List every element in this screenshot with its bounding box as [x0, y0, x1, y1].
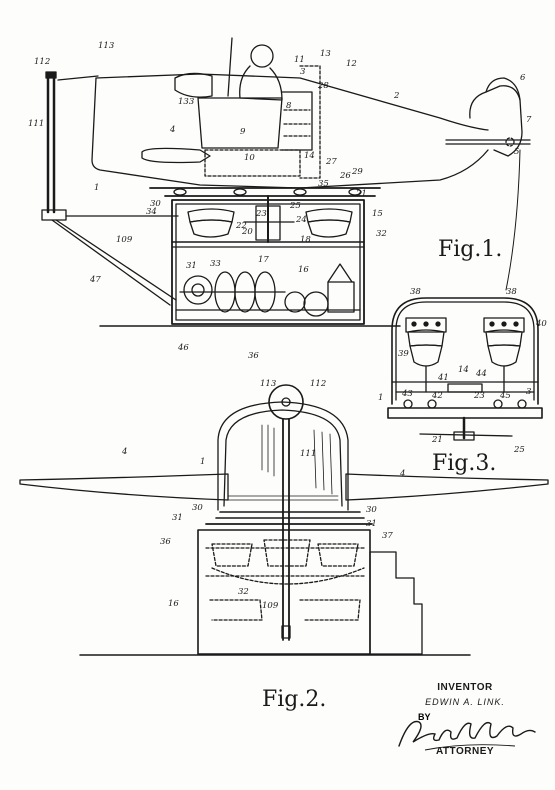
reference-numeral: 20 [241, 227, 253, 237]
reference-numeral: 2 [393, 91, 399, 101]
reference-numeral: 22 [235, 221, 247, 231]
reference-numeral: 11 [294, 55, 305, 65]
inventor-name: EDWIN A. LINK. [425, 697, 505, 707]
reference-numeral: 23 [255, 209, 267, 219]
turntable [149, 187, 381, 197]
fig3-reference-numerals: 38 38 39 40 1 41 43 42 14 44 45 3 21 25 … [378, 287, 547, 455]
reference-numeral: 31 [366, 519, 377, 529]
reference-numeral: 21 [431, 435, 443, 445]
reference-numeral: 35 [318, 179, 329, 189]
reference-numeral: 109 [116, 235, 133, 245]
fig1-drawing [41, 37, 531, 327]
reference-numeral: 30 [366, 505, 377, 515]
reference-numeral: 42 [431, 391, 443, 401]
reference-numeral: 10 [244, 153, 255, 163]
reference-numeral: 37 [382, 531, 393, 541]
reference-numeral: 112 [310, 379, 326, 389]
reference-numeral: 4 [399, 469, 405, 479]
reference-numeral: 7 [526, 115, 532, 125]
reference-numeral: 21 [355, 189, 367, 199]
reference-numeral: 6 [520, 73, 526, 83]
reference-numeral: 43 [401, 389, 413, 399]
reference-numeral: 1 [94, 183, 99, 193]
reference-numeral: 31 [172, 513, 183, 523]
by-label: BY [418, 712, 431, 722]
reference-numeral: 112 [34, 57, 50, 67]
reference-numeral: 45 [499, 391, 511, 401]
reference-numeral: 5 [514, 147, 519, 157]
reference-numeral: 40 [535, 319, 547, 329]
reference-numeral: 31 [186, 261, 197, 271]
fig1-reference-numerals: 112 113 111 1 4 2 6 7 5 3 8 9 10 11 12 1… [28, 41, 532, 361]
reference-numeral: 4 [169, 125, 175, 135]
reference-numeral: 41 [437, 373, 449, 383]
reference-numeral: 111 [28, 119, 44, 129]
reference-numeral: 29 [351, 167, 363, 177]
fig2-reference-numerals: 113 112 4 1 111 4 30 30 31 31 36 37 16 3… [121, 379, 405, 611]
reference-numeral: 30 [150, 199, 161, 209]
reference-numeral: 13 [320, 49, 331, 59]
fig3-drawing [387, 297, 543, 441]
reference-numeral: 1 [200, 457, 205, 467]
reference-numeral: 18 [300, 235, 311, 245]
reference-numeral: 33 [210, 259, 221, 269]
reference-numeral: 34 [146, 207, 157, 217]
reference-numeral: 44 [475, 369, 487, 379]
reference-numeral: 36 [248, 351, 259, 361]
pedestal-box [171, 195, 365, 325]
reference-numeral: 36 [160, 537, 171, 547]
reference-numeral: 14 [458, 365, 469, 375]
reference-numeral: 12 [346, 59, 357, 69]
reference-numeral: 1 [378, 393, 383, 403]
reference-numeral: 17 [258, 255, 269, 265]
reference-numeral: 32 [376, 229, 387, 239]
reference-numeral: 3 [300, 67, 305, 77]
reference-numeral: 109 [262, 601, 279, 611]
reference-numeral: 25 [513, 445, 525, 455]
reference-numeral: 24 [295, 215, 307, 225]
attorney-signature [398, 720, 536, 751]
reference-numeral: 9 [240, 127, 246, 137]
reference-numeral: 133 [178, 97, 194, 107]
fig1-caption: Fig.1. [438, 237, 502, 262]
reference-numeral: 8 [286, 101, 292, 111]
inventor-label: INVENTOR [437, 682, 493, 693]
reference-numeral: 23 [473, 391, 485, 401]
attorney-label: ATTORNEY [435, 746, 495, 757]
reference-numeral: 113 [260, 379, 276, 389]
reference-numeral: 3 [526, 387, 531, 397]
reference-numeral: 25 [289, 201, 301, 211]
reference-numeral: 113 [98, 41, 114, 51]
mast-111 [41, 71, 177, 306]
reference-numeral: 26 [339, 171, 351, 181]
reference-numeral: 16 [298, 265, 309, 275]
reference-numeral: 111 [300, 449, 316, 459]
reference-numeral: 30 [192, 503, 203, 513]
reference-numeral: 39 [398, 349, 409, 359]
reference-numeral: 15 [372, 209, 383, 219]
fuselage [57, 37, 531, 189]
fig2-caption: Fig.2. [262, 687, 326, 712]
fig3-caption: Fig.3. [432, 451, 496, 476]
reference-numeral: 14 [304, 151, 315, 161]
reference-numeral: 32 [238, 587, 249, 597]
reference-numeral: 4 [121, 447, 127, 457]
fig2-drawing [19, 384, 549, 656]
reference-numeral: 47 [89, 275, 101, 285]
reference-numeral: 46 [177, 343, 189, 353]
reference-numeral: 28 [317, 81, 329, 91]
reference-numeral: 38 [506, 287, 517, 297]
reference-numeral: 16 [168, 599, 179, 609]
reference-numeral: 38 [410, 287, 421, 297]
reference-numeral: 27 [325, 157, 337, 167]
